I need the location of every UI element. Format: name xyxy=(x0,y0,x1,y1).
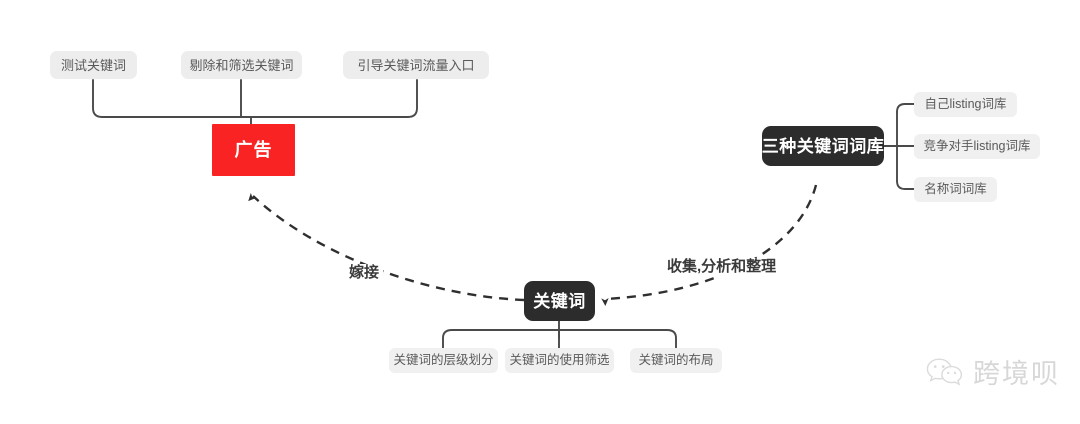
node-keyword-child-3[interactable]: 关键词的布局 xyxy=(630,348,722,373)
library-bracket-connector xyxy=(883,103,915,190)
node-advertising[interactable]: 广告 xyxy=(212,124,295,176)
node-label: 测试关键词 xyxy=(61,57,127,73)
node-ad-child-1[interactable]: 测试关键词 xyxy=(50,51,137,79)
node-label: 剔除和筛选关键词 xyxy=(189,57,294,73)
node-keyword-library[interactable]: 三种关键词词库 xyxy=(762,126,884,166)
node-ad-child-2[interactable]: 剔除和筛选关键词 xyxy=(181,51,302,79)
edge-label-collect: 收集,分析和整理 xyxy=(663,258,781,277)
node-label: 关键词的使用筛选 xyxy=(509,353,610,368)
node-label: 竞争对手listing词库 xyxy=(923,139,1031,154)
node-keyword-child-2[interactable]: 关键词的使用筛选 xyxy=(505,348,614,373)
node-ad-child-3[interactable]: 引导关键词流量入口 xyxy=(343,51,489,79)
node-label: 名称词词库 xyxy=(924,182,987,197)
node-label: 自己listing词库 xyxy=(924,97,1007,112)
node-keyword-child-1[interactable]: 关键词的层级划分 xyxy=(389,348,498,373)
node-library-child-3[interactable]: 名称词词库 xyxy=(914,177,997,202)
node-library-child-1[interactable]: 自己listing词库 xyxy=(914,92,1017,117)
node-library-child-2[interactable]: 竞争对手listing词库 xyxy=(914,134,1040,159)
node-label: 关键词的层级划分 xyxy=(393,353,494,368)
node-label: 关键词的布局 xyxy=(638,353,714,368)
node-label: 关键词 xyxy=(533,291,586,311)
ad-bracket-connector xyxy=(92,79,418,125)
node-keyword[interactable]: 关键词 xyxy=(524,281,595,321)
node-label: 三种关键词词库 xyxy=(761,136,885,156)
node-label: 广告 xyxy=(234,140,273,160)
edge-label-graft: 嫁接 xyxy=(345,264,384,283)
collect-dashed-edge xyxy=(601,184,818,306)
graft-dashed-edge xyxy=(248,192,525,302)
keyword-bracket-connector xyxy=(442,320,677,349)
node-label: 引导关键词流量入口 xyxy=(357,57,475,73)
